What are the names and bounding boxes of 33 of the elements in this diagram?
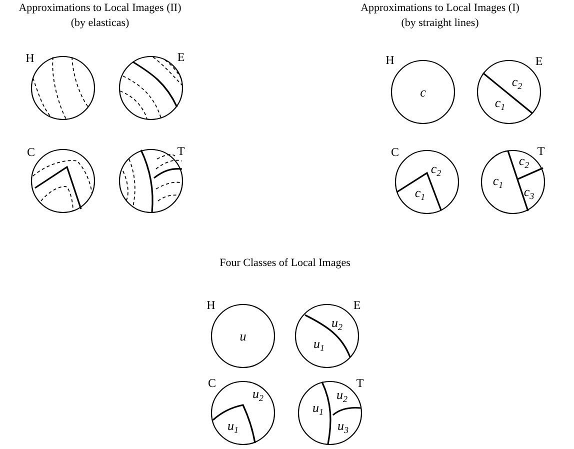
class-letter: T — [537, 145, 545, 157]
class-letter: E — [535, 55, 543, 67]
section-title: Four Classes of Local Images — [218, 256, 352, 271]
region-label: c$_{1}$ — [492, 174, 504, 190]
class-letter: H — [386, 54, 394, 66]
region-label: u$_{3}$ — [338, 419, 348, 435]
region-label: c$_{2}$ — [518, 154, 530, 170]
class-letter: C — [27, 146, 35, 158]
region-label: u$_{2}$ — [336, 388, 348, 404]
region-label: c$_{2}$ — [430, 162, 442, 178]
class-letter: C — [208, 377, 216, 389]
class-letter: T — [356, 377, 364, 389]
class-letter: H — [206, 299, 216, 311]
region-circle — [119, 149, 183, 213]
class-letter: E — [353, 299, 361, 311]
region-label: c$_{2}$ — [512, 75, 522, 91]
section-title: Approximations to Local Images (I) (by straight lines) — [360, 1, 520, 31]
region-label: u$_{1}$ — [314, 337, 324, 353]
region-label: u$_{1}$ — [312, 401, 324, 417]
region-label: u — [240, 330, 246, 342]
class-letter: T — [177, 145, 185, 157]
region-circle — [298, 381, 362, 445]
region-label: c — [420, 86, 426, 98]
class-letter: E — [177, 51, 185, 63]
class-letter: C — [391, 146, 399, 158]
region-label: c$_{1}$ — [494, 96, 506, 112]
class-letter: H — [26, 52, 34, 64]
region-label: u$_{2}$ — [332, 316, 342, 332]
region-label: c$_{3}$ — [524, 185, 534, 201]
region-label: c$_{1}$ — [414, 186, 426, 202]
section-title: Approximations to Local Images (II) (by elasticas) — [18, 1, 182, 31]
region-label: u$_{1}$ — [228, 419, 238, 435]
region-label: u$_{2}$ — [252, 387, 264, 403]
